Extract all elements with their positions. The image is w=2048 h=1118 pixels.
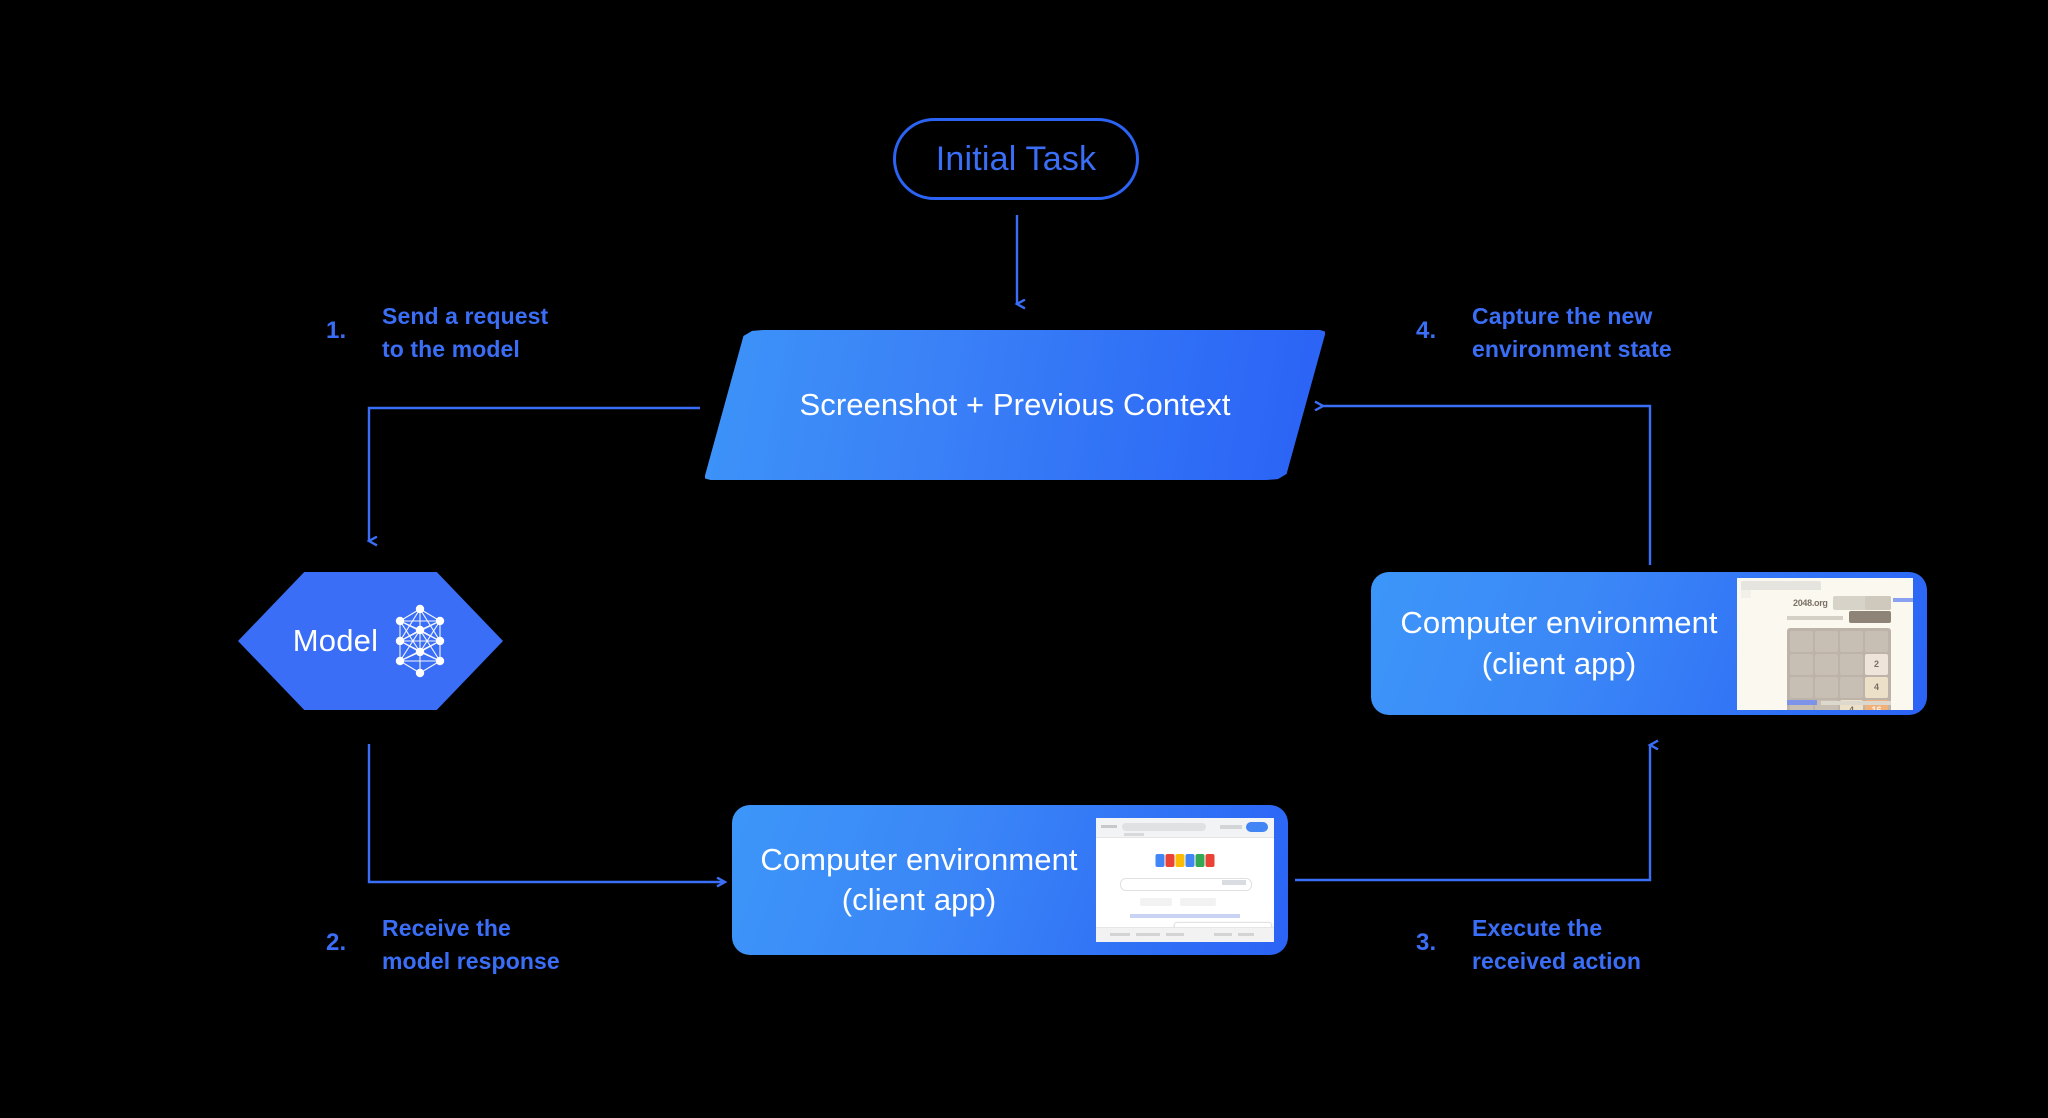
game-board: 2 4 4 16 xyxy=(1787,627,1891,710)
connector-env-right-to-context xyxy=(1323,406,1652,565)
model-node-label: Model xyxy=(292,623,379,658)
connector-env-bottom-to-env-right xyxy=(1295,745,1650,882)
step-3-caption: 3. Execute the received action xyxy=(1416,912,1641,977)
step-3-text: Execute the received action xyxy=(1472,915,1641,974)
browser-nav-icons xyxy=(1101,825,1117,828)
tile-4b: 4 xyxy=(1840,699,1863,710)
tile-2: 2 xyxy=(1865,653,1888,675)
thumb-footer-link xyxy=(1787,699,1817,705)
step-1-text: Send a request to the model xyxy=(382,303,549,362)
env-right-node[interactable]: Computer environment (client app) 2048.o… xyxy=(1371,572,1927,715)
sign-in-button xyxy=(1246,822,1268,832)
game-subtitle xyxy=(1787,615,1843,620)
step-2-number: 2. xyxy=(326,929,347,956)
step-4-caption: 4. Capture the new environment state xyxy=(1416,300,1672,365)
feeling-lucky-button xyxy=(1180,898,1216,906)
thumb-tab xyxy=(1741,589,1751,598)
browser-address-bar xyxy=(1122,823,1206,831)
step-1-caption: 1. Send a request to the model xyxy=(326,300,548,365)
page-footer xyxy=(1096,927,1274,942)
step-3-number: 3. xyxy=(1416,929,1437,956)
step-4-text: Capture the new environment state xyxy=(1472,303,1672,362)
context-node[interactable]: Screenshot + Previous Context xyxy=(705,330,1325,480)
initial-task-label: Initial Task xyxy=(935,139,1097,178)
language-links xyxy=(1130,914,1240,918)
tile-16: 16 xyxy=(1865,699,1888,710)
model-node[interactable]: Model xyxy=(238,572,503,710)
env-bottom-label: Computer environment (client app) xyxy=(760,841,1078,917)
thumb-titlebar xyxy=(1741,580,1821,590)
google-logo xyxy=(1155,854,1215,867)
header-links xyxy=(1893,597,1913,602)
step-4-number: 4. xyxy=(1416,317,1437,344)
step-2-caption: 2. Receive the model response xyxy=(326,912,560,977)
neural-network-icon xyxy=(396,604,445,678)
game-brand-label: 2048.org xyxy=(1793,597,1828,608)
google-search-button xyxy=(1140,898,1172,906)
env-right-label: Computer environment (client app) xyxy=(1400,605,1718,681)
env-right-thumbnail-2048: 2048.org 2 4 xyxy=(1737,577,1913,710)
best-score-box xyxy=(1865,595,1891,610)
connector-model-to-env-bottom xyxy=(367,744,725,882)
step-2-text: Receive the model response xyxy=(382,915,560,974)
browser-toolbar-right xyxy=(1220,825,1242,829)
context-node-label: Screenshot + Previous Context xyxy=(799,387,1231,423)
thumb-footer-text xyxy=(1821,700,1891,705)
google-search-input xyxy=(1120,878,1252,891)
env-bottom-node[interactable]: Computer environment (client app) xyxy=(732,805,1288,955)
env-bottom-thumbnail-google xyxy=(1096,818,1274,942)
connector-context-to-model xyxy=(369,406,700,541)
new-game-button xyxy=(1849,610,1891,623)
initial-task-node[interactable]: Initial Task xyxy=(893,118,1139,200)
search-input-icons xyxy=(1222,880,1246,885)
browser-tab-strip xyxy=(1124,833,1144,836)
context-node-shape xyxy=(705,330,1325,480)
tile-4a: 4 xyxy=(1865,676,1888,698)
step-1-number: 1. xyxy=(326,317,347,344)
